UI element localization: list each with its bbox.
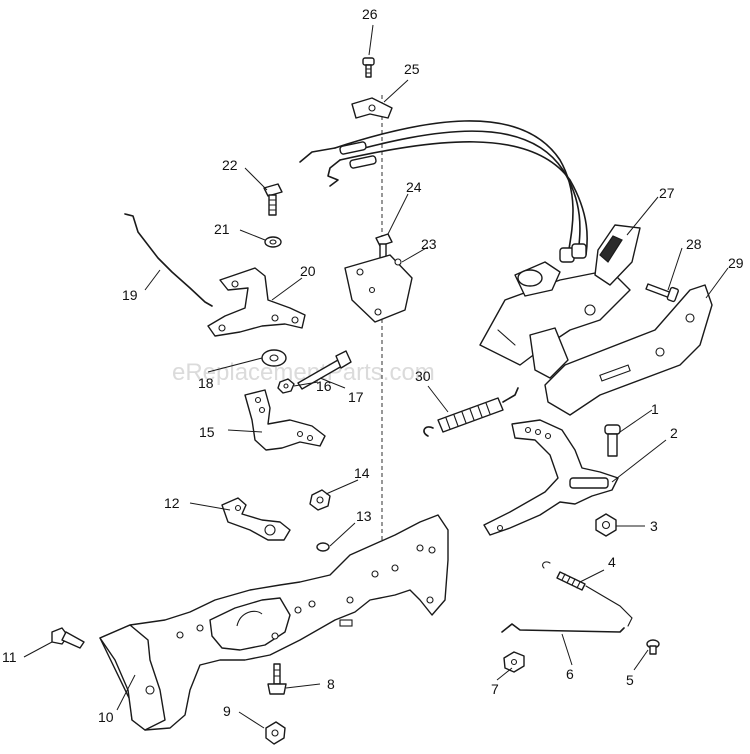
part-30-spring [423, 387, 519, 437]
part-24-bolt [375, 233, 393, 259]
callout-15: 15 [199, 424, 215, 440]
part-1-screw [604, 424, 621, 457]
callout-7: 7 [491, 681, 499, 697]
callout-5: 5 [626, 672, 634, 688]
part-20-lever-bracket [207, 267, 306, 337]
part-19-wire-link [124, 213, 213, 307]
callout-4: 4 [608, 554, 616, 570]
callout-10: 10 [98, 709, 114, 725]
callout-11: 11 [2, 649, 17, 665]
callout-9: 9 [223, 703, 231, 719]
callout-labels: 26 25 22 21 19 20 24 23 27 28 29 30 17 1… [2, 6, 744, 725]
part-10-main-bracket [99, 514, 449, 731]
callout-24: 24 [406, 179, 422, 195]
part-28-screw [645, 283, 679, 303]
part-21-washer [264, 236, 282, 248]
callout-27: 27 [659, 185, 675, 201]
callout-21: 21 [214, 221, 230, 237]
callout-2: 2 [670, 425, 678, 441]
callout-16: 16 [316, 378, 332, 394]
part-15-throttle-lever [244, 389, 326, 451]
callout-19: 19 [122, 287, 138, 303]
part-9-nut [265, 721, 286, 745]
callout-22: 22 [222, 157, 238, 173]
leader-lines [23, 24, 729, 729]
part-25-cable-clamp [351, 97, 393, 119]
callout-12: 12 [164, 495, 180, 511]
part-7-clip [503, 651, 525, 673]
callout-1: 1 [651, 401, 659, 417]
callout-23: 23 [421, 236, 437, 252]
part-18-washer [261, 349, 287, 367]
part-22-bolt [263, 183, 283, 216]
callout-18: 18 [198, 375, 214, 391]
callout-26: 26 [362, 6, 378, 22]
part-11-bolt [51, 627, 85, 649]
part-5-fastener [646, 639, 660, 655]
part-27-control-assembly [479, 224, 641, 379]
part-17-bolt [297, 350, 352, 390]
callout-3: 3 [650, 518, 658, 534]
part-13-washer [316, 542, 330, 552]
part-3-nut [595, 513, 617, 537]
callout-13: 13 [356, 508, 372, 524]
part-23-mounting-plate [344, 254, 413, 323]
part-2-governor-arm [483, 419, 619, 536]
callout-14: 14 [354, 465, 370, 481]
callout-17: 17 [348, 389, 364, 405]
part-14-nut [309, 489, 331, 511]
callout-29: 29 [728, 255, 744, 271]
part-8-bolt [267, 663, 287, 695]
callout-30: 30 [415, 368, 431, 384]
callout-8: 8 [327, 676, 335, 692]
part-29-bracket-plate [544, 284, 713, 416]
part-26-screw [362, 57, 375, 78]
part-4-small-spring [542, 561, 633, 627]
part-16-nut [277, 378, 295, 394]
callout-28: 28 [686, 236, 702, 252]
callout-6: 6 [566, 666, 574, 682]
part-6-linkage-rod [501, 623, 625, 633]
part-12-small-lever [221, 497, 291, 541]
callout-25: 25 [404, 61, 420, 77]
throttle-cables [299, 120, 588, 256]
callout-20: 20 [300, 263, 316, 279]
